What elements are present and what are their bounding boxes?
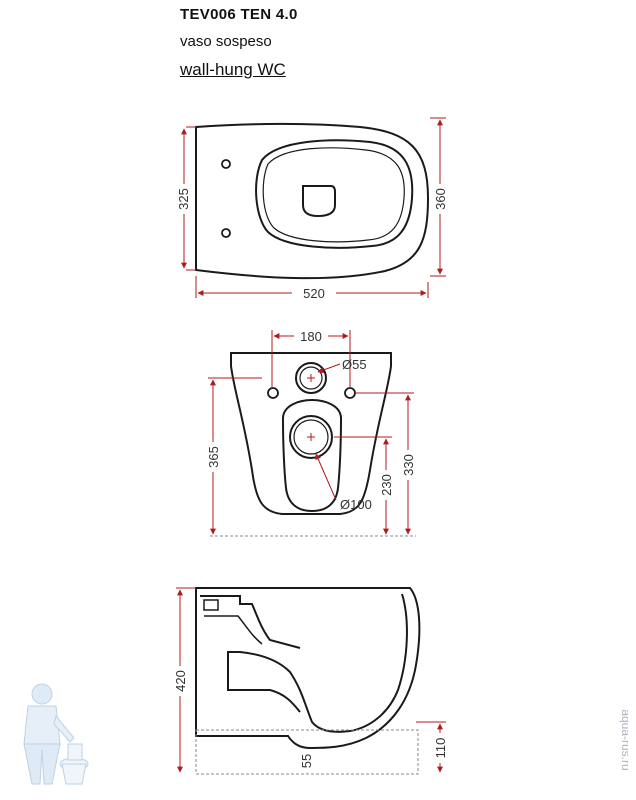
top-view-bolt-hole-upper <box>221 159 231 169</box>
top-view: 520 325 360 <box>176 117 448 301</box>
plumber-mascot-icon <box>23 683 89 785</box>
top-view-seat <box>255 139 414 249</box>
top-view-bolt-hole-lower <box>221 228 231 238</box>
top-depth-left-label: 325 <box>176 188 191 210</box>
side-view-inner-bowl <box>227 593 408 733</box>
top-view-drain-outline <box>302 185 336 218</box>
product-code: TEV006 TEN 4.0 <box>180 6 298 23</box>
side-view: 420 110 55 <box>172 587 448 775</box>
side-floor-offset-label: 110 <box>433 738 448 759</box>
front-height-left-label: 365 <box>206 446 221 468</box>
front-spacing-label: 180 <box>300 329 322 344</box>
side-floor-box <box>195 729 419 775</box>
front-inlet-diameter-label: Ø55 <box>342 357 367 372</box>
top-view-outline <box>195 122 430 280</box>
top-depth-right-label: 360 <box>433 188 448 210</box>
side-view-outline <box>195 587 421 750</box>
site-watermark-text: aqua-rus.ru <box>619 709 628 770</box>
top-width-label: 520 <box>303 286 325 301</box>
front-bolt-hole-left <box>267 387 279 399</box>
side-view-trapway <box>200 595 301 649</box>
side-outlet-offset-label: 55 <box>299 754 314 768</box>
front-bolt-hole-right <box>344 387 356 399</box>
front-inlet-circle <box>295 362 327 394</box>
top-view-inner-seat <box>262 147 405 243</box>
site-watermark: aqua-rus.ru <box>619 709 628 770</box>
side-height-label: 420 <box>173 670 188 692</box>
front-height-right-label: 330 <box>401 454 416 476</box>
product-name-english: wall-hung WC <box>180 60 286 79</box>
product-name-italian: vaso sospeso <box>180 33 272 50</box>
front-outlet-diameter-label: Ø100 <box>340 497 372 512</box>
front-outlet-circle <box>289 415 333 459</box>
front-view-outline <box>230 352 392 515</box>
front-view-bowl <box>281 398 343 513</box>
front-view: 180 Ø55 Ø100 365 330 230 <box>205 328 416 537</box>
front-outlet-height-label: 230 <box>379 474 394 496</box>
